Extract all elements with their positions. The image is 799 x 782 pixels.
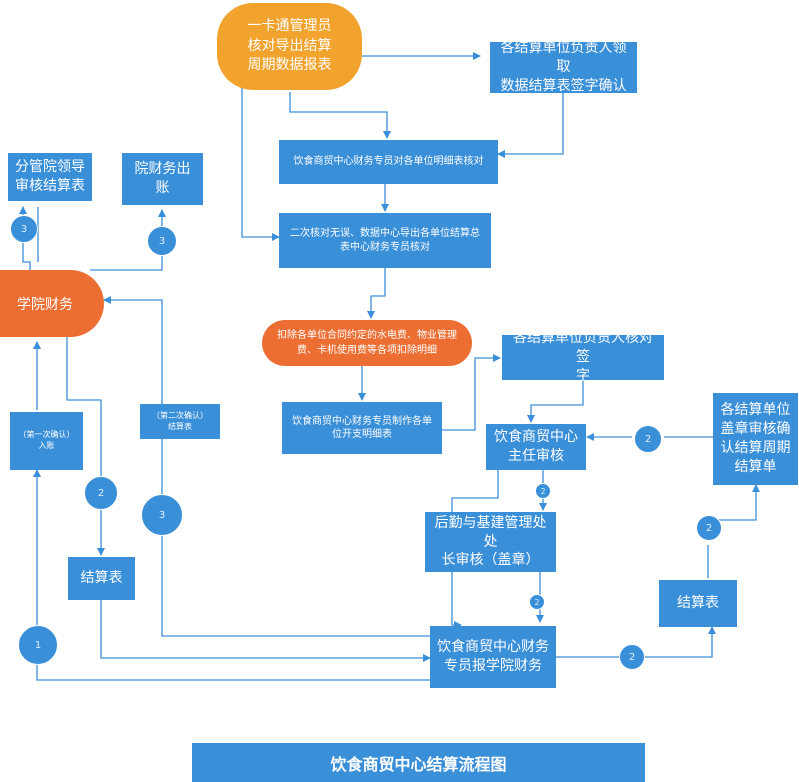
- statement-left-node: 结算表: [68, 557, 135, 600]
- step-marker: 2: [529, 594, 545, 610]
- second-check-node: 二次核对无误、数据中心导出各单位结算总 表中心财务专员核对: [279, 213, 491, 268]
- step-marker: 3: [147, 226, 177, 256]
- step-marker: 2: [84, 476, 118, 510]
- college-finance-node: 学院财务: [0, 270, 104, 337]
- report-college-node: 饮食商贸中心财务 专员报学院财务: [430, 626, 556, 688]
- finance-check-detail-node: 饮食商贸中心财务专员对各单位明细表核对: [279, 140, 498, 184]
- first-confirm-node: （第一次确认） 入账: [10, 412, 83, 470]
- stamp-review-node: 各结算单位 盖章审核确 认结算周期 结算单: [713, 393, 798, 485]
- director-review-node: 饮食商贸中心 主任审核: [486, 424, 586, 470]
- make-detail-node: 饮食商贸中心财务专员制作各单 位开支明细表: [282, 402, 442, 454]
- statement-right-node: 结算表: [659, 580, 737, 627]
- step-marker: 2: [619, 644, 645, 670]
- step-marker: 2: [696, 515, 722, 541]
- deduct-node: 扣除各单位合同约定的水电费、物业管理 费、卡机使用费等各项扣除明细: [262, 320, 472, 366]
- unit-head-sign-node: 各结算单位负责人领取 数据结算表签字确认: [490, 40, 637, 94]
- start-node: 一卡通管理员 核对导出结算 周期数据报表: [217, 3, 362, 90]
- unit-head-verify-node: 各结算单位负责人核对签 字: [502, 330, 664, 384]
- college-payment-node: 院财务出账: [122, 153, 203, 205]
- branch-leader-node: 分管院领导 审核结算表: [8, 153, 92, 201]
- diagram-title: 饮食商贸中心结算流程图: [192, 743, 645, 782]
- step-marker: 3: [141, 494, 183, 536]
- step-marker: 2: [634, 425, 662, 453]
- step-marker: 3: [10, 215, 38, 243]
- logistics-review-node: 后勤与基建管理处处 长审核（盖章）: [425, 512, 556, 572]
- step-marker: 1: [18, 625, 58, 665]
- second-confirm-node: （第二次确认） 结算表: [140, 404, 220, 439]
- step-marker: 2: [535, 483, 551, 499]
